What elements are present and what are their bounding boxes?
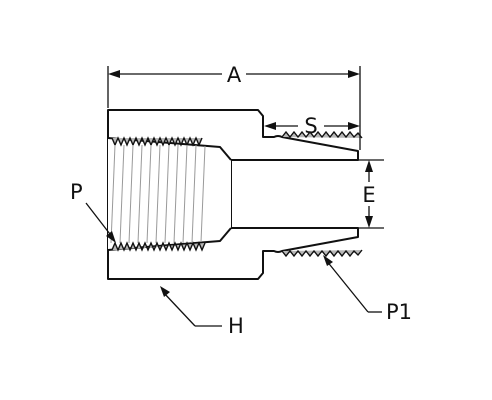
leader-p1: P1 [323,255,412,324]
leader-p: P [70,180,116,243]
male-thread-bottom-teeth [281,249,363,258]
male-thread-top-teeth [281,130,363,139]
leader-h: H [160,286,244,338]
female-thread-hatching [110,144,206,244]
label-s: S [304,114,317,138]
female-thread-cavity [108,138,231,250]
female-thread-bottom-teeth [111,241,206,252]
dimension-a: A [107,62,361,150]
label-p: P [70,180,83,204]
label-h: H [228,314,244,338]
dimension-e: E [358,159,384,229]
label-p1: P1 [386,300,412,324]
dimension-s: S [264,114,360,138]
label-e: E [362,183,375,207]
label-a: A [227,63,242,87]
